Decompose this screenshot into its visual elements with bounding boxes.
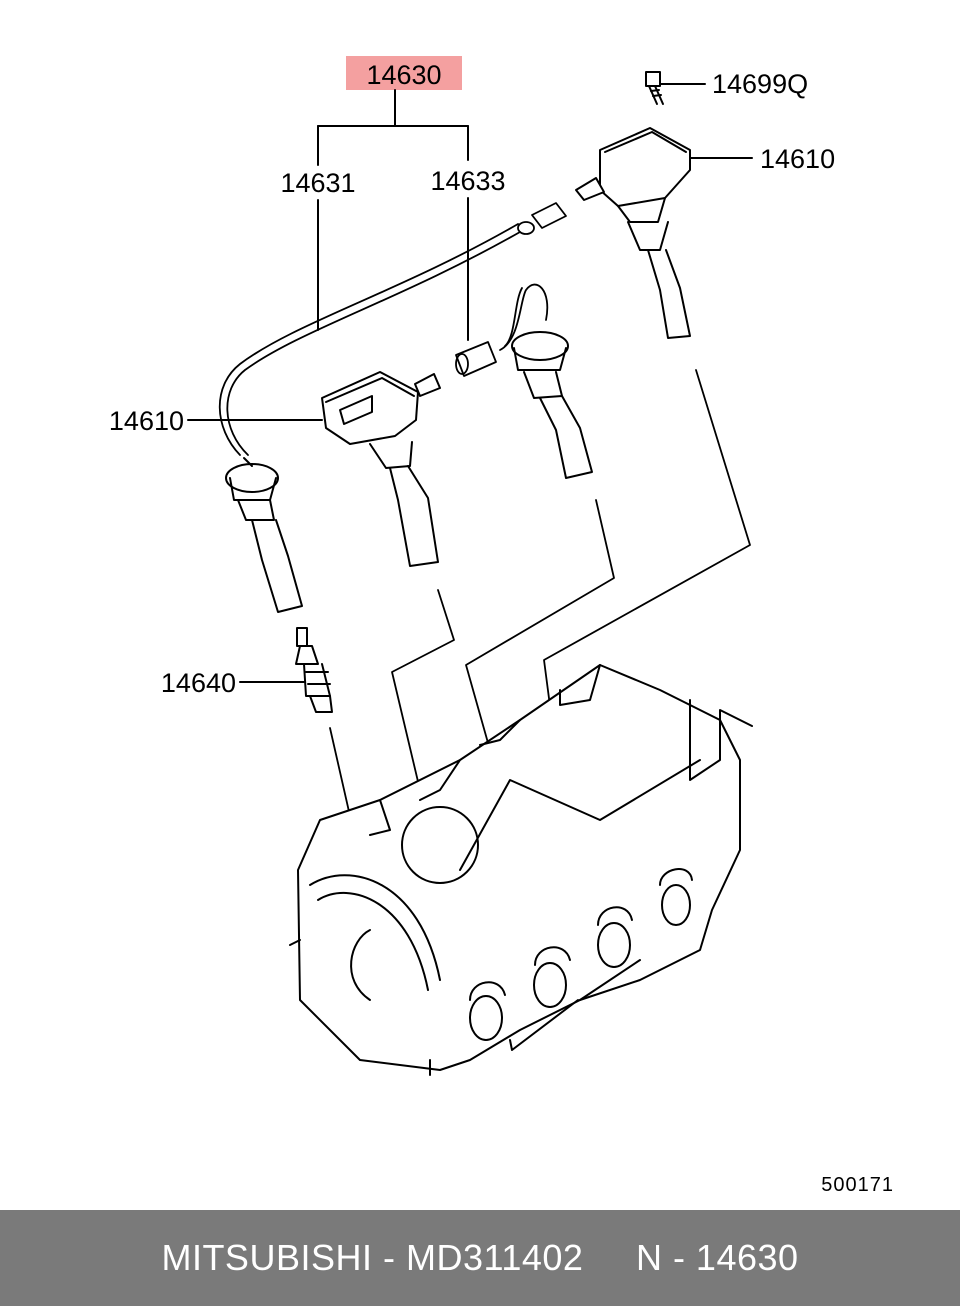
callout-assembly: 14630: [366, 60, 441, 90]
callout-spark-plug: 14640: [161, 668, 236, 698]
callout-wire-1: 14631: [280, 168, 355, 198]
assembly-bracket: [317, 89, 469, 341]
bolt-icon: [645, 71, 664, 105]
callout-coil-right: 14610: [760, 144, 835, 174]
footer-gap: [583, 1237, 636, 1278]
callout-coil-left: 14610: [109, 406, 184, 436]
plug-boot-middle-icon: [511, 331, 593, 479]
footer-separator: -: [372, 1237, 406, 1278]
spark-plug-icon: [295, 627, 333, 713]
leader-lines: [187, 83, 753, 683]
callout-wire-3: 14633: [430, 166, 505, 196]
footer-part-number: MD311402: [405, 1237, 584, 1278]
footer-brand: MITSUBISHI: [161, 1237, 373, 1278]
parts-diagram: 14630 14631 14633 14699Q 14610 14610 146…: [109, 56, 894, 1196]
footer-bar: MITSUBISHI - MD311402 N - 14630: [0, 1210, 960, 1306]
ignition-coil-left-icon: [321, 371, 441, 567]
plug-boot-left-icon: [225, 457, 303, 613]
footer-reference: N - 14630: [635, 1237, 799, 1278]
footer-caption: MITSUBISHI - MD311402 N - 14630: [161, 1237, 798, 1279]
figure-code: 500171: [821, 1174, 894, 1196]
ignition-coil-right-icon: [575, 127, 691, 339]
cylinder-head-icon: [289, 664, 753, 1076]
callout-bolt: 14699Q: [712, 69, 808, 99]
ignition-wire-icon: [218, 202, 567, 456]
assembly-highlight: [346, 56, 462, 90]
